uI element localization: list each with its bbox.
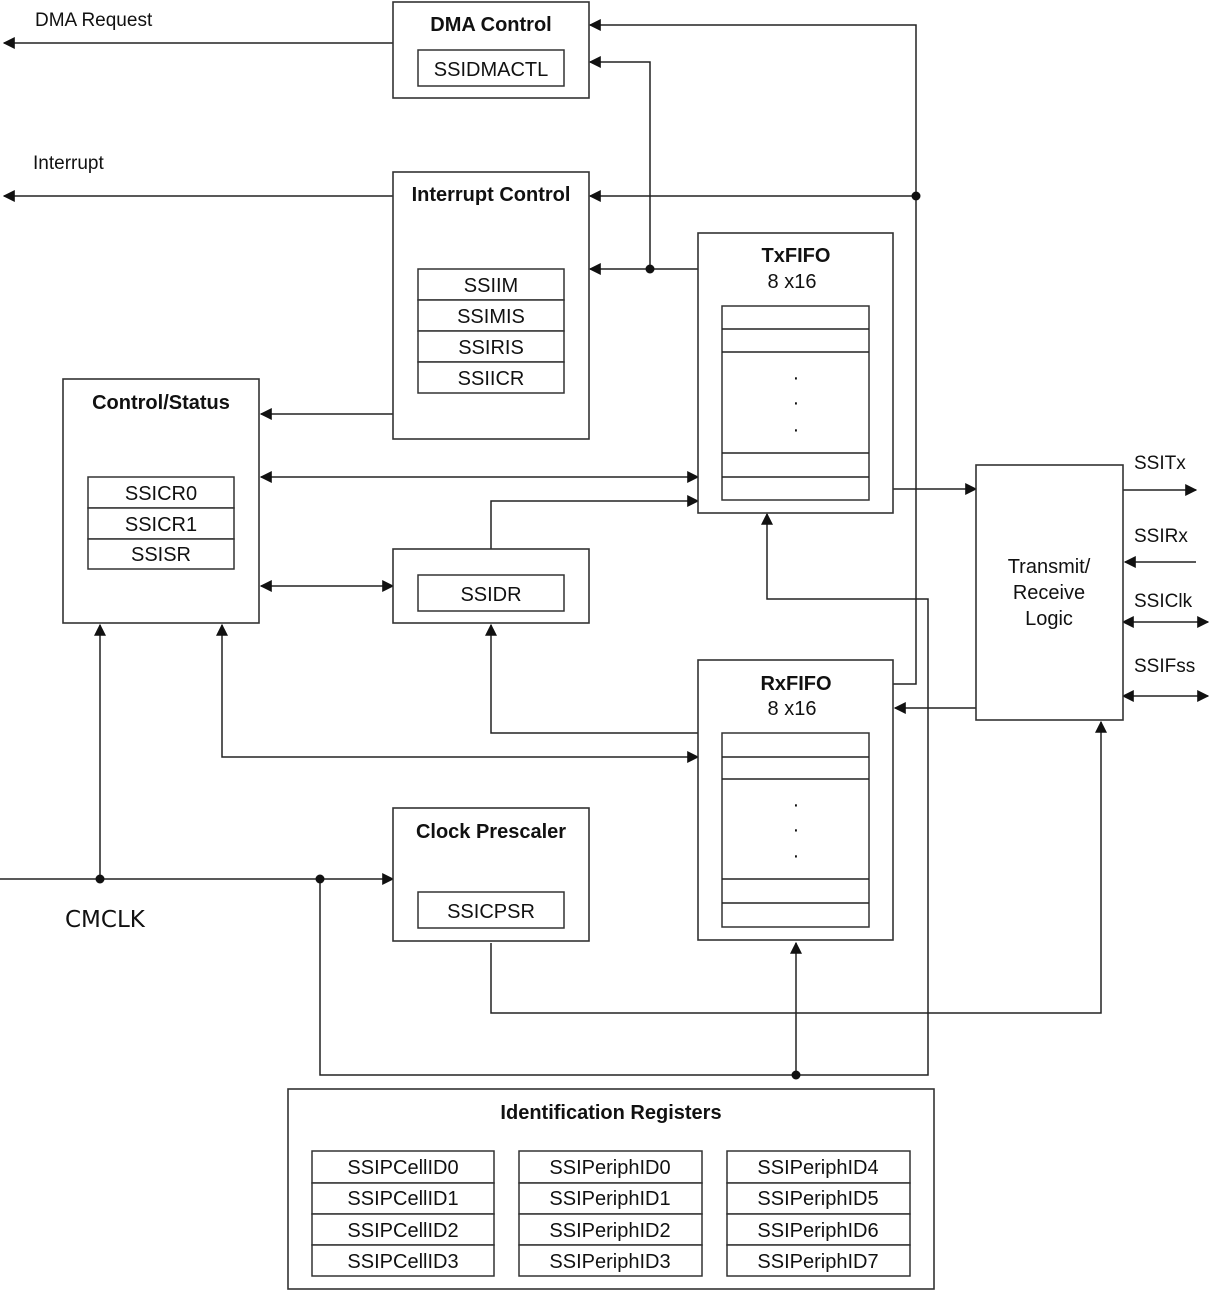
- register-box: [417, 891, 565, 929]
- register-label: SSIPCellID1: [347, 1188, 458, 1210]
- ssidr-to-txfifo-wire: [490, 495, 700, 549]
- register-label: SSIPCellID3: [347, 1251, 458, 1273]
- register-label: SSICR0: [125, 483, 197, 505]
- ellipsis-dot: ·: [793, 794, 800, 816]
- identification-registers-block: Identification Registers SSIPCellID0 SSI…: [287, 1088, 935, 1290]
- junction-dot: [95, 874, 105, 884]
- clock-prescaler-title: Clock Prescaler: [416, 821, 566, 843]
- register-label: SSIPeriphID2: [549, 1220, 670, 1242]
- register-label: SSIIM: [464, 275, 518, 297]
- register-label: SSIPeriphID7: [757, 1251, 878, 1273]
- register-label: SSIPeriphID5: [757, 1188, 878, 1210]
- register-box: [417, 299, 565, 332]
- interrupt-control-title: Interrupt Control: [412, 184, 571, 206]
- txfifo-block: TxFIFO 8 x16 · · ·: [697, 232, 894, 514]
- interrupt-label: Interrupt: [33, 153, 104, 174]
- register-label: SSIPeriphID3: [549, 1251, 670, 1273]
- register-label: SSIPeriphID0: [549, 1157, 670, 1179]
- register-box: [417, 361, 565, 394]
- register-box: [311, 1182, 495, 1215]
- register-label: SSIPeriphID6: [757, 1220, 878, 1242]
- ssirx-label: SSIRx: [1134, 526, 1188, 547]
- connection-wires: [0, 19, 1210, 1076]
- register-label: SSIICR: [458, 368, 525, 390]
- dma-control-title: DMA Control: [430, 14, 551, 36]
- register-box: [726, 1244, 911, 1277]
- register-label: SSIRIS: [458, 337, 524, 359]
- junction-dot: [791, 1070, 801, 1080]
- txfifo-to-dma-wire: [588, 56, 651, 269]
- fifo-stack: [721, 732, 870, 928]
- register-box: [311, 1150, 495, 1184]
- register-label: SSIDR: [460, 584, 521, 606]
- rxfifo-size: 8 x16: [768, 698, 817, 720]
- data-register-block: SSIDR: [392, 548, 590, 624]
- register-label: SSISR: [131, 544, 191, 566]
- identification-registers-title: Identification Registers: [500, 1102, 721, 1124]
- ellipsis-dot: ·: [793, 419, 800, 441]
- interrupt-control-block: Interrupt Control SSIIM SSIMIS SSIRIS SS…: [392, 171, 590, 440]
- txfifo-title: TxFIFO: [762, 245, 831, 267]
- ellipsis-dot: ·: [793, 392, 800, 414]
- junction-dots: [95, 191, 921, 1080]
- rxfifo-to-dma-wire: [588, 19, 917, 685]
- transmit-receive-box: [975, 464, 1124, 721]
- register-label: SSIPCellID2: [347, 1220, 458, 1242]
- ellipsis-dot: ·: [793, 367, 800, 389]
- register-label: SSICPSR: [447, 901, 535, 923]
- ssifss-label: SSIFss: [1134, 656, 1195, 677]
- ellipsis-dot: ·: [793, 845, 800, 867]
- rxfifo-to-ssidr-wire: [485, 623, 698, 734]
- control-status-block: Control/Status SSICR0 SSICR1 SSISR: [62, 378, 260, 624]
- register-box: [311, 1244, 495, 1277]
- control-status-title: Control/Status: [92, 392, 230, 414]
- txfifo-size: 8 x16: [768, 271, 817, 293]
- register-box: [87, 538, 235, 570]
- junction-dot: [645, 264, 655, 274]
- register-label: SSIMIS: [457, 306, 525, 328]
- ellipsis-dot: ·: [793, 819, 800, 841]
- register-box: [417, 574, 565, 612]
- dma-request-label: DMA Request: [35, 10, 153, 31]
- register-label: SSIPCellID0: [347, 1157, 458, 1179]
- register-box: [417, 330, 565, 363]
- register-box: [417, 49, 565, 87]
- register-box: [311, 1213, 495, 1246]
- register-box: [518, 1182, 703, 1215]
- register-label: SSICR1: [125, 514, 197, 536]
- fifo-stack: [721, 305, 870, 501]
- junction-dot: [315, 874, 325, 884]
- register-box: [518, 1213, 703, 1246]
- cmclk-label: CMCLK: [65, 907, 146, 933]
- ssitx-label: SSITx: [1134, 453, 1186, 474]
- transmit-receive-block: Transmit/ Receive Logic: [975, 464, 1124, 721]
- txrx-label-line2: Receive: [1013, 582, 1085, 604]
- clock-prescaler-block: Clock Prescaler SSICPSR: [392, 807, 590, 942]
- register-box: [417, 268, 565, 301]
- dma-control-block: DMA Control SSIDMACTL: [392, 1, 590, 99]
- register-label: SSIPeriphID4: [757, 1157, 878, 1179]
- register-box: [726, 1182, 911, 1215]
- cmclk-to-txfifo-wire: [319, 512, 929, 1076]
- junction-dot: [911, 191, 921, 201]
- register-label: SSIPeriphID1: [549, 1188, 670, 1210]
- rxfifo-block: RxFIFO 8 x16 · · ·: [697, 659, 894, 941]
- txrx-label-line3: Logic: [1025, 608, 1073, 630]
- register-label: SSIDMACTL: [434, 59, 548, 81]
- register-box: [518, 1244, 703, 1277]
- txrx-label-line1: Transmit/: [1008, 556, 1091, 578]
- register-box: [518, 1150, 703, 1184]
- ssiclk-label: SSIClk: [1134, 591, 1193, 612]
- control-rxfifo-wire: [216, 623, 700, 763]
- rxfifo-title: RxFIFO: [760, 673, 831, 695]
- prescaler-to-txrx-wire: [490, 720, 1107, 1014]
